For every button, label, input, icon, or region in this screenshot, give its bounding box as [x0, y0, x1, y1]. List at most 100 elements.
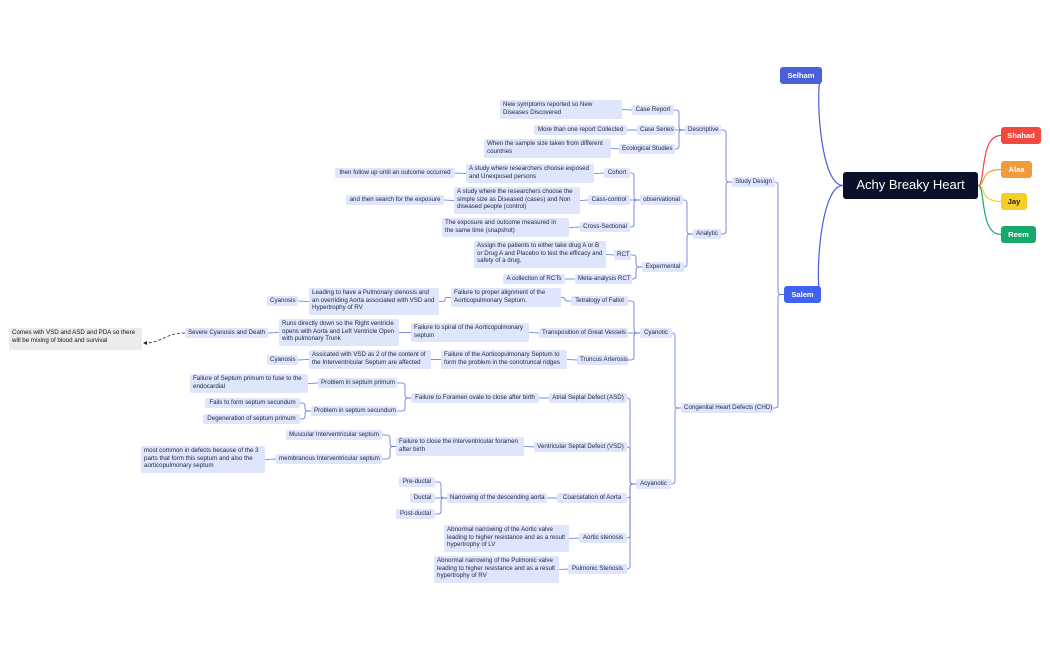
- connector-line: [528, 332, 540, 334]
- node-cohort[interactable]: Cohort: [604, 168, 630, 178]
- connector-line: [397, 397, 411, 412]
- node-asd-secundum[interactable]: Problem in septum secundum: [311, 406, 397, 416]
- node-asd-primum[interactable]: Problem in septum primum: [318, 378, 397, 388]
- node-asd-secundum-a[interactable]: Fails to form septum secundum: [205, 398, 300, 408]
- node-cohort-desc[interactable]: A study where researchers choose exposed…: [466, 164, 594, 183]
- node-acyanotic[interactable]: Acyanotic: [636, 479, 671, 489]
- connector-line: [632, 266, 642, 280]
- node-chd[interactable]: Congenital Heart Defects (CHD): [681, 403, 773, 413]
- node-meta[interactable]: Meta-analysis RCT: [575, 274, 632, 284]
- connector-line: [558, 568, 569, 570]
- branch-reem[interactable]: Reem: [1001, 226, 1036, 243]
- connector-line: [621, 109, 633, 111]
- node-ecological-desc[interactable]: When the sample size taken from differen…: [484, 139, 611, 158]
- branch-selham[interactable]: Selham: [780, 67, 822, 84]
- connector-line: [300, 402, 311, 412]
- node-aortic[interactable]: Aortic stenosis: [579, 533, 627, 543]
- node-truncus[interactable]: Truncus Arterosis: [577, 355, 628, 365]
- connector-line: [307, 382, 319, 384]
- arrowhead: [143, 341, 147, 345]
- node-vsd-membranous[interactable]: membranous Interventricular septum: [276, 454, 382, 464]
- connector-line: [626, 483, 636, 499]
- node-vsd-desc[interactable]: Failure to close the interventricular fo…: [396, 437, 524, 456]
- node-pulmonic[interactable]: Pulmonic Stenosis: [568, 564, 627, 574]
- node-tga-severe[interactable]: Severe Cyanosis and Death: [185, 328, 268, 338]
- node-coarct[interactable]: Coarcetation of Aorta: [557, 493, 627, 503]
- node-asd[interactable]: Atrial Septal Defect (ASD): [549, 393, 627, 403]
- root-branch-line: [977, 184, 1002, 236]
- node-observational[interactable]: observational: [640, 195, 683, 205]
- node-descriptive[interactable]: Descriptive: [685, 125, 721, 135]
- node-aortic-desc[interactable]: Abnormal narrowing of the Aortic valve l…: [444, 525, 569, 552]
- branch-salem[interactable]: Salem: [784, 286, 821, 303]
- node-cyanotic[interactable]: Cyanotic: [640, 328, 672, 338]
- node-asd-primum-desc[interactable]: Failure of Septum primum to fuse to the …: [190, 374, 308, 393]
- connector-line: [671, 332, 681, 409]
- connector-line: [605, 254, 615, 256]
- node-case-report[interactable]: Case Report: [632, 105, 674, 115]
- node-asd-secundum-b[interactable]: Degeneration of septum primum: [203, 414, 300, 424]
- node-tof[interactable]: Tetralogy of Fallot: [571, 296, 628, 306]
- node-truncus-result[interactable]: Assicated with VSD as 2 of the content o…: [309, 350, 431, 369]
- node-postductal[interactable]: Post-ductal: [396, 509, 435, 519]
- node-truncus-desc[interactable]: Failure of the Aorticopulmonary Septum t…: [441, 350, 567, 369]
- node-asd-desc[interactable]: Failure to Foramen ovale to close after …: [411, 393, 539, 403]
- node-meta-desc[interactable]: A collection of RCTs: [503, 274, 565, 284]
- connector-line: [568, 537, 580, 539]
- node-cohort-then[interactable]: then follow up until an outcome occurred: [335, 168, 455, 178]
- root-topic[interactable]: Achy Breaky Heart: [843, 172, 978, 199]
- connector-line: [382, 434, 396, 447]
- node-vsd-muscular[interactable]: Muscular Interventricular septum: [286, 430, 382, 440]
- branch-shahad[interactable]: Shahad: [1001, 127, 1041, 144]
- node-case-control-desc[interactable]: A study where the researchers choose the…: [454, 187, 580, 214]
- node-ecological[interactable]: Ecological Studies: [619, 144, 675, 154]
- node-rct[interactable]: RCT: [614, 250, 631, 260]
- node-tof-result[interactable]: Leading to have a Pulmonary stenosis and…: [309, 288, 439, 315]
- node-coarct-desc[interactable]: Narrowing of the descending aorta: [447, 493, 547, 503]
- connector-line: [626, 397, 636, 485]
- node-vsd-membranous-desc[interactable]: most common in defects because of the 3 …: [141, 446, 265, 473]
- connector-line: [435, 497, 447, 515]
- node-case-series-desc[interactable]: More than one report Collected: [534, 125, 627, 135]
- node-vsd[interactable]: Ventricular Septal Defect (VSD): [534, 442, 627, 452]
- node-tof-desc[interactable]: Failure to proper alignment of the Aorti…: [451, 288, 561, 307]
- connector-line: [683, 199, 693, 235]
- node-tga-desc[interactable]: Failure to spiral of the Aorticopulmonar…: [411, 323, 529, 342]
- node-analytic[interactable]: Analytic: [693, 229, 721, 239]
- node-rct-desc[interactable]: Assign the patients to either take drug …: [474, 241, 606, 268]
- node-case-control[interactable]: Cass-control: [588, 195, 630, 205]
- connector-line: [454, 172, 467, 174]
- connector-line: [397, 382, 411, 399]
- node-study-design[interactable]: Study Design: [732, 177, 775, 187]
- connector-line: [671, 407, 681, 485]
- node-pulmonic-desc[interactable]: Abnormal narrowing of the Pulmonic valve…: [434, 556, 559, 583]
- connector-line: [628, 300, 640, 334]
- connector-line: [579, 199, 589, 201]
- connector-line: [721, 129, 732, 183]
- node-preductal[interactable]: Pre-ductal: [399, 477, 435, 487]
- node-case-report-desc[interactable]: New symptoms reported so New Diseases Di…: [500, 100, 622, 119]
- node-case-series[interactable]: Case Series: [637, 125, 675, 135]
- connector-line: [626, 483, 636, 539]
- node-experimental[interactable]: Expermental: [642, 262, 684, 272]
- node-case-control-then[interactable]: and then search for the exposure: [346, 195, 444, 205]
- branch-jay[interactable]: Jay: [1001, 193, 1027, 210]
- node-cross-sectional[interactable]: Cross-Sectional: [580, 222, 630, 232]
- node-cross-sectional-desc[interactable]: The exposure and outcome measured in the…: [442, 218, 569, 237]
- root-branch-line: [817, 184, 844, 296]
- connector-line: [297, 300, 310, 302]
- node-tga-note[interactable]: Comes with VSD and ASD and PDA so there …: [9, 328, 142, 350]
- node-truncus-cyanosis[interactable]: Cyanosis: [267, 355, 298, 365]
- node-tga[interactable]: Transposition of Great Vessels: [539, 328, 628, 338]
- connector-line: [566, 359, 578, 361]
- connector-line: [626, 483, 636, 570]
- node-tga-result[interactable]: Runs directly down so the Right ventricl…: [279, 319, 399, 346]
- connector-line: [610, 148, 620, 150]
- node-ductal[interactable]: Ductal: [410, 493, 435, 503]
- connector-line: [264, 458, 277, 460]
- connector-line: [561, 297, 571, 302]
- connector-line: [568, 226, 581, 228]
- branch-alaa[interactable]: Alaa: [1001, 161, 1032, 178]
- node-tof-cyanosis[interactable]: Cyanosis: [267, 296, 298, 306]
